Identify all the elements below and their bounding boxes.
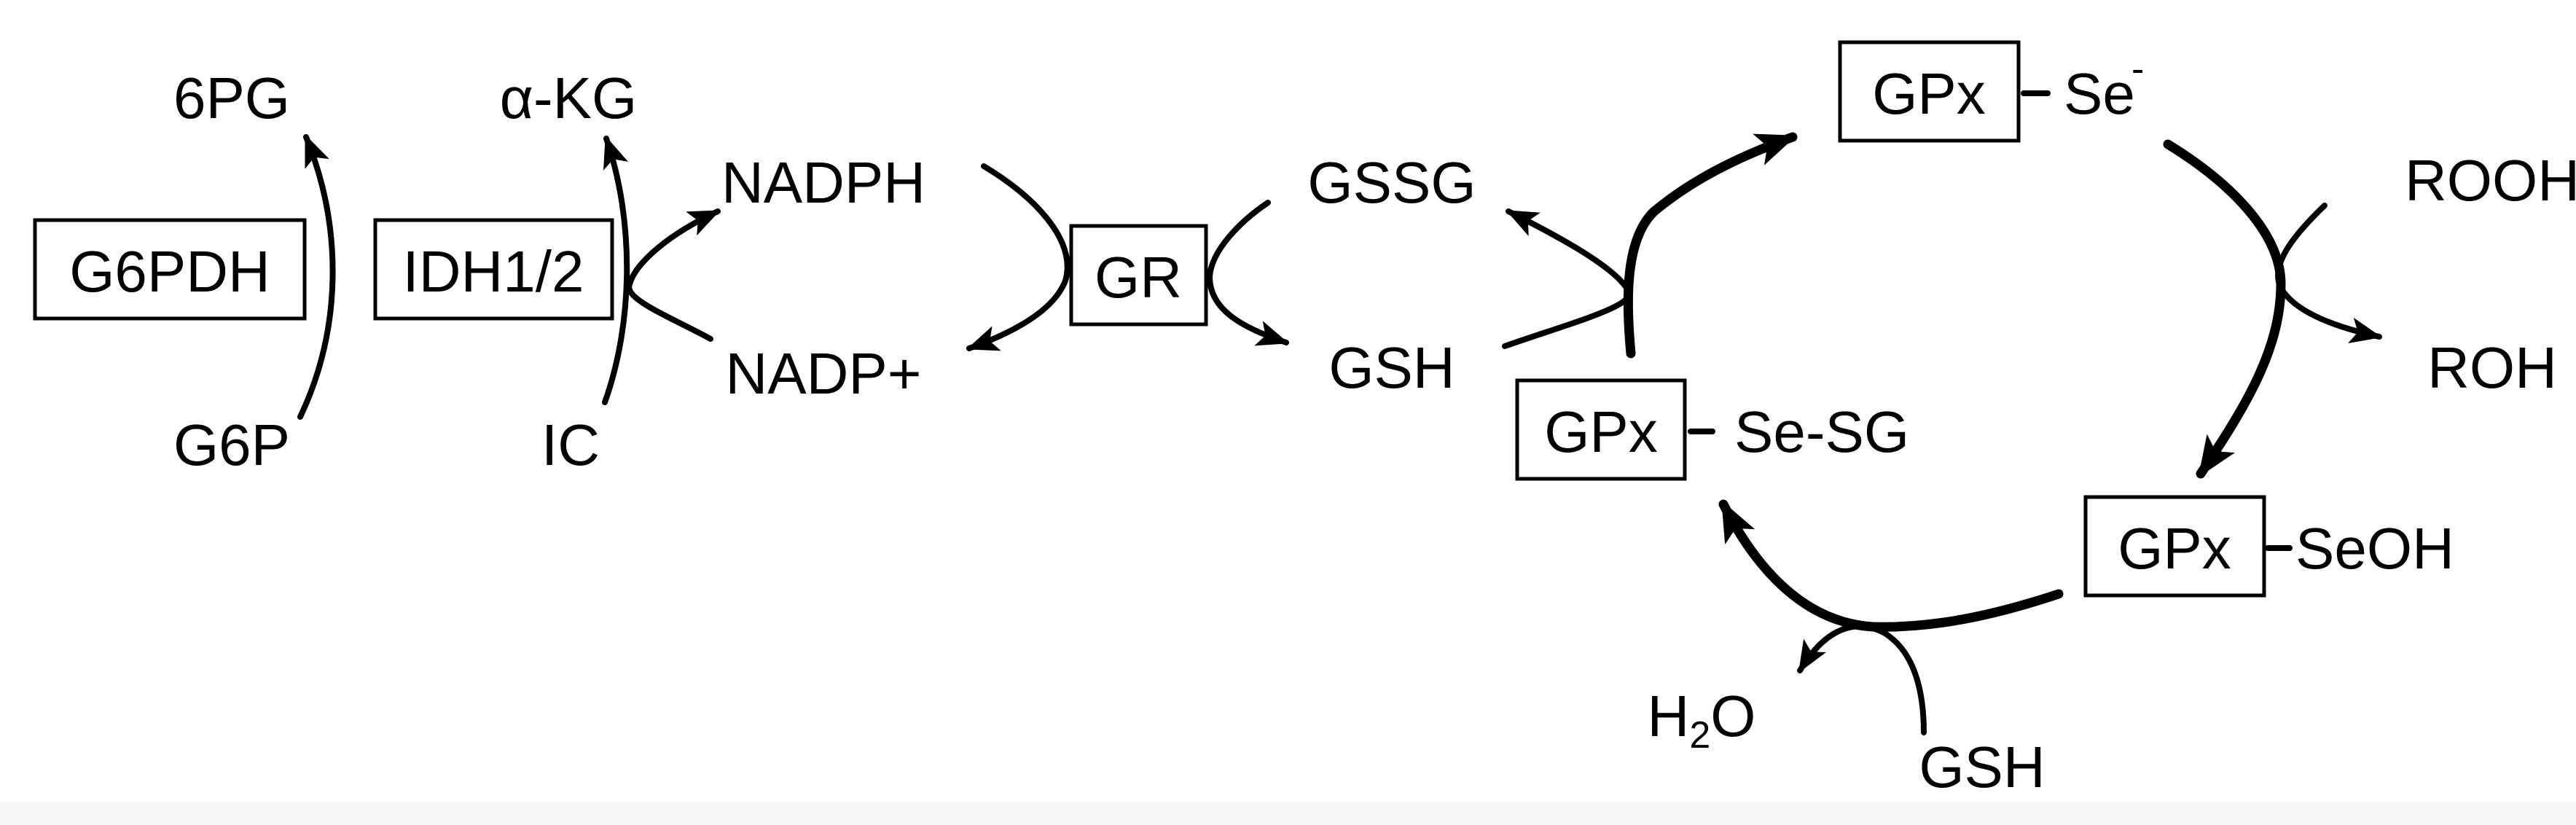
water-label: H2O xyxy=(1648,684,1756,756)
rooh-to-roh-arrow xyxy=(2275,203,2382,344)
gpx-selenenic-acid-box xyxy=(2083,495,2266,598)
water-o: O xyxy=(1710,684,1755,748)
g6pdh-enzyme-box xyxy=(33,218,307,321)
nadph-to-nadp-arrow xyxy=(966,163,1070,351)
idh-label: IDH1/2 xyxy=(403,239,584,304)
selenolate-charge: - xyxy=(2131,48,2144,90)
g6p-to-6pg-arrow xyxy=(297,134,336,420)
6pg-label: 6PG xyxy=(173,66,290,130)
ic-to-alpha-kg-arrow xyxy=(602,136,630,405)
gpx-regeneration-arrow xyxy=(1623,132,1798,359)
gsh-to-water-arrow xyxy=(1797,623,1927,735)
gpx-selenenyl-sulfide-box xyxy=(1515,378,1687,481)
gpx-glutathionylation-arrow xyxy=(1718,499,2064,632)
gsh-to-gssg-arrow xyxy=(1502,208,1632,349)
gpx-selenolate-label: GPx xyxy=(1872,61,1986,126)
nadp-plus-label: NADP+ xyxy=(726,341,922,406)
gr-label: GR xyxy=(1095,245,1182,310)
nadp-to-nadph-arrow xyxy=(626,208,721,342)
water-h: H xyxy=(1648,684,1690,748)
selenenic-acid-label: SeOH xyxy=(2295,516,2454,581)
water-subscript: 2 xyxy=(1689,714,1710,756)
gpx-selenenic-acid-label: GPx xyxy=(2118,516,2231,581)
idh-enzyme-box xyxy=(373,218,614,321)
alpha-kg-label: α-KG xyxy=(500,66,637,130)
selenenyl-sulfide-label: Se-SG xyxy=(1734,399,1909,464)
ic-label: IC xyxy=(541,412,600,477)
gr-enzyme-box xyxy=(1069,224,1208,327)
rooh-label: ROOH xyxy=(2405,148,2576,213)
gssg-to-gsh-arrow xyxy=(1206,200,1289,346)
roh-label: ROH xyxy=(2427,335,2557,400)
gpx-selenenyl-sulfide-label: GPx xyxy=(1544,399,1658,464)
g6pdh-label: G6PDH xyxy=(69,239,270,304)
g6p-label: G6P xyxy=(173,412,290,477)
gpx-selenolate-box xyxy=(1838,40,2021,143)
gsh-bottom-label: GSH xyxy=(1919,735,2045,799)
gpx-oxidation-arrow xyxy=(2163,139,2286,479)
bottom-band xyxy=(0,802,2576,825)
gsh-label: GSH xyxy=(1328,335,1455,400)
selenolate-label: Se xyxy=(2064,61,2135,126)
nadph-label: NADPH xyxy=(721,150,925,215)
gssg-label: GSSG xyxy=(1307,150,1476,215)
